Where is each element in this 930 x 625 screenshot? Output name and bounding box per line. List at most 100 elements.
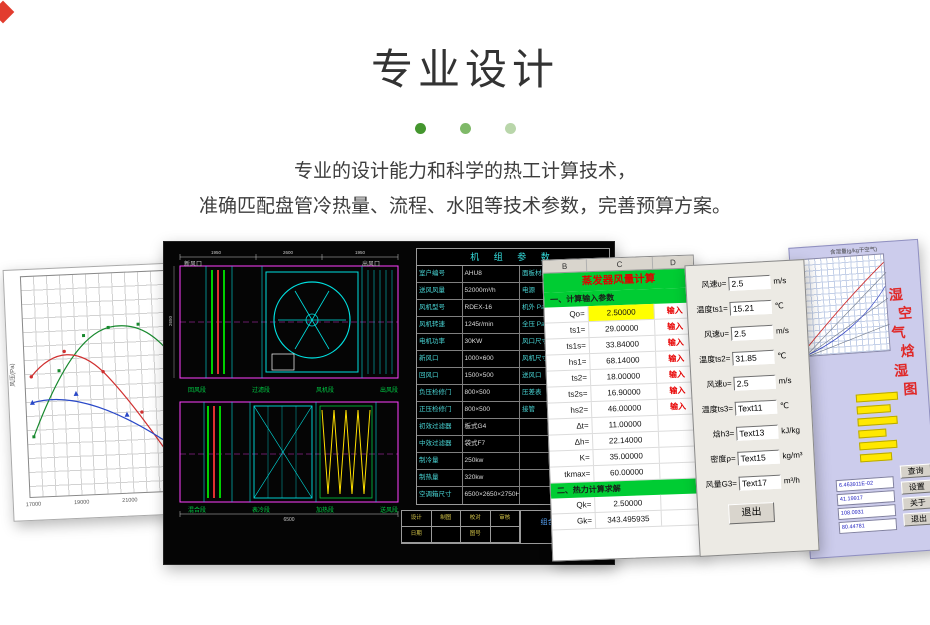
psychrometric-panel: 含湿量(g/kg干空气) 湿空气焓湿图 [788,238,930,560]
cell-label[interactable]: ts2= [546,370,592,387]
cell-label[interactable]: Qk= [551,497,596,514]
column-header-c[interactable]: C [586,256,654,272]
title-block-cell: 图号 [461,527,491,543]
legend-bar [859,439,898,451]
legend-bar [857,415,898,427]
param-label: 负压检修门 [417,385,463,401]
field-input[interactable]: 15.21 [729,299,773,316]
cell-label[interactable]: hs1= [546,354,591,371]
param-label: 送风风量 [417,283,463,299]
cad-drawing-area: 1950 2600 1950 2650 [166,244,414,523]
cell-value[interactable]: 68.14000 [590,351,657,370]
spreadsheet-panel: B C D 蒸发器风量计算 一、计算输入参数 Qo= 2.50000 输入 ts… [541,254,705,562]
field-input[interactable]: Text17 [738,474,782,491]
field-input[interactable]: Text11 [734,399,778,416]
segment-captions-bottom: 混合段表冷段加热段送风段 [188,505,398,514]
param-value: 30KW [463,334,520,350]
segment-caption: 送风段 [379,508,398,514]
cell-value[interactable]: 35.00000 [593,447,660,466]
field-unit: m³/h [783,475,801,486]
cell-value[interactable]: 29.00000 [588,319,656,338]
dim-top-2: 2600 [283,250,294,255]
field-input[interactable]: 2.5 [733,374,776,391]
field-input[interactable]: 31.85 [732,349,775,366]
field-input[interactable]: Text13 [735,424,779,441]
cell-label[interactable]: Δh= [548,434,594,451]
column-header-b[interactable]: B [542,259,588,273]
legend-bars [855,391,905,467]
cell-value[interactable]: 33.84000 [589,335,657,354]
title-block-grid: 设计制图校对审核日期图号 [401,510,521,544]
segment-caption: 加热段 [315,508,334,514]
psychro-button[interactable]: 查询 [899,463,930,479]
cell-label[interactable]: tkmax= [550,466,595,483]
param-label: 空调箱尺寸 [417,487,463,504]
title-block-cell: 制图 [431,511,461,527]
field-label: 风速υ= [703,329,730,340]
field-label: 风速υ= [706,379,732,390]
divider-dot [504,123,516,134]
legend-bar [858,428,887,439]
param-label: 中效过滤器 [417,436,463,452]
dim-left: 2650 [168,315,173,326]
segment-caption: 过滤段 [251,388,270,394]
field-unit: m/s [773,276,787,286]
cell-value[interactable]: 22.14000 [592,431,660,450]
cell-value[interactable]: 46.00000 [591,399,659,418]
curve-plot-area [19,269,184,499]
title-block-cell: 日期 [402,527,432,543]
field-unit: ℃ [774,301,784,311]
cell-label[interactable]: hs2= [547,402,593,419]
cell-value[interactable]: 2.50000 [588,303,655,322]
param-value: RDEX-16 [463,300,520,316]
param-value: 800×500 [463,402,520,418]
title-character: 图 [902,380,918,398]
param-label: 制冷量 [417,453,463,469]
opening-label-right: 出风口 [362,262,381,268]
param-label: 风机转速 [417,317,463,333]
field-unit: kg/m³ [782,450,803,461]
param-value: 板式G4 [463,419,520,435]
cell-value[interactable]: 343.495935 [595,510,663,529]
cell-label[interactable]: Δt= [548,418,593,435]
param-value: 6500×2650×2750H [463,487,520,504]
psychro-button[interactable]: 关于 [901,495,930,511]
parameter-table-title: 机 组 参 数 [417,249,609,266]
param-label: 室户编号 [417,266,463,282]
segment-caption: 表冷段 [251,508,270,514]
dim-top-1: 1950 [211,250,222,255]
cell-value[interactable]: 60.00000 [594,463,661,482]
cell-value[interactable]: 16.90000 [591,383,658,402]
title-character: 空 [897,304,913,322]
field-unit: ℃ [777,351,787,361]
cell-value[interactable]: 2.50000 [595,494,662,513]
cell-value[interactable]: 11.00000 [592,415,659,434]
field-input[interactable]: Text15 [737,449,780,466]
param-label: 初效过滤器 [417,419,463,435]
psychro-button[interactable]: 退出 [903,511,930,527]
psychro-lines-graphic [803,261,890,359]
cell-label[interactable]: Gk= [551,513,597,530]
field-input[interactable]: 2.5 [730,324,774,341]
legend-bar [859,452,893,463]
exit-button[interactable]: 退出 [728,501,775,525]
input-rows: Qo= 2.50000 输入 ts1= 29.00000 输入 ts1s= 33… [544,302,701,484]
psychro-button[interactable]: 设置 [900,479,930,495]
fan-curves-graphic [29,322,180,469]
cell-label[interactable]: K= [549,450,594,467]
cell-label[interactable]: ts1s= [545,338,591,355]
param-label: 新风口 [417,351,463,367]
title-block-cell: 校对 [461,511,491,527]
title-block-cell: 设计 [402,511,432,527]
cell-label[interactable]: ts1= [545,322,590,339]
page-title: 专业设计 [370,46,559,93]
field-input[interactable]: 2.5 [728,274,771,291]
segment-caption: 回风段 [188,388,207,394]
cell-label[interactable]: Qo= [544,306,589,323]
param-label: 风机型号 [417,300,463,316]
cell-label[interactable]: ts2s= [547,386,592,403]
field-label: 密度ρ= [710,453,736,465]
psychrometric-chart-thumb [796,253,891,359]
cell-value[interactable]: 18.00000 [590,367,658,386]
param-value: 800×500 [463,385,520,401]
